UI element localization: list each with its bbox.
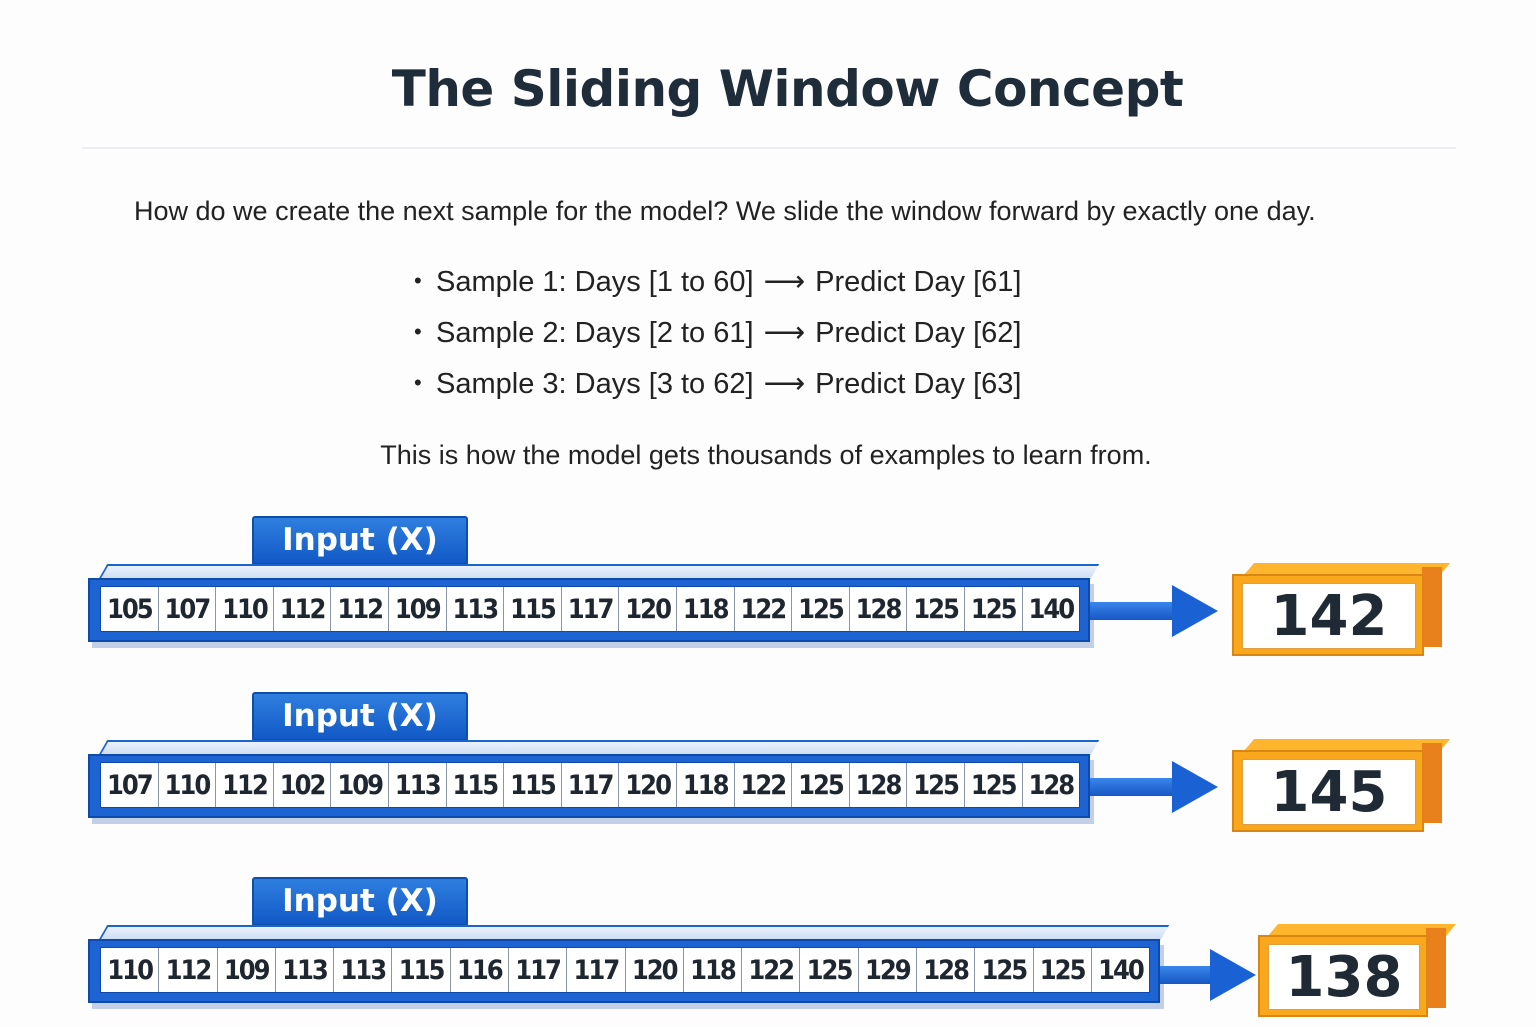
- bullet: •: [414, 268, 422, 293]
- sample-item: • Sample 2: Days [2 to 61] ⟶ Predict Day [6…: [414, 315, 1021, 366]
- window-cell: 113: [447, 587, 505, 631]
- window-cell: 122: [735, 587, 793, 631]
- right-arrow-icon: ⟶: [763, 266, 806, 298]
- window-cell: 125: [792, 587, 850, 631]
- window-cell: 112: [331, 587, 389, 631]
- window-cell: 115: [504, 587, 562, 631]
- window-cell: 117: [562, 763, 620, 807]
- window-cell: 125: [907, 763, 965, 807]
- bullet: •: [414, 319, 422, 344]
- bullet: •: [414, 370, 422, 395]
- window-cell: 129: [859, 948, 917, 992]
- divider: [82, 147, 1456, 149]
- window-cell: 115: [447, 763, 505, 807]
- output-box: 138: [1258, 935, 1428, 1017]
- window-cell: 118: [677, 587, 735, 631]
- window-cell: 125: [907, 587, 965, 631]
- window-cell: 116: [451, 948, 509, 992]
- window-cell: 112: [159, 948, 218, 992]
- window-cell: 110: [159, 763, 217, 807]
- right-arrow-icon: ⟶: [763, 317, 806, 349]
- sample-item: • Sample 1: Days [1 to 60] ⟶ Predict Day [6…: [414, 264, 1021, 315]
- window-cell: 113: [276, 948, 335, 992]
- window-cell: 113: [389, 763, 447, 807]
- window-cell: 125: [975, 948, 1034, 992]
- input-label: Input (X): [252, 516, 468, 565]
- sample-range: Sample 3: Days [3 to 62]: [436, 368, 754, 400]
- output-value: 138: [1268, 944, 1420, 1010]
- window-cell: 109: [218, 948, 276, 992]
- window-cell: 122: [742, 948, 801, 992]
- output-side-face: [1422, 567, 1442, 647]
- window-cell: 107: [101, 763, 159, 807]
- window-cell: 113: [334, 948, 393, 992]
- arrow-shaft: [1090, 778, 1176, 796]
- window-cell: 102: [274, 763, 332, 807]
- output-value: 145: [1242, 759, 1416, 825]
- page-title: The Sliding Window Concept: [391, 60, 1184, 118]
- window-cell: 117: [509, 948, 568, 992]
- window-cell: 118: [677, 763, 735, 807]
- window-cell: 107: [159, 587, 217, 631]
- closing-text: This is how the model gets thousands of …: [380, 440, 1152, 470]
- window-cell: 118: [684, 948, 743, 992]
- window-cell: 112: [216, 763, 274, 807]
- window-cell: 105: [101, 587, 159, 631]
- intro-text: How do we create the next sample for the…: [134, 196, 1316, 226]
- window-cell: 110: [101, 948, 160, 992]
- window-cell: 140: [1028, 594, 1075, 625]
- arrow-right-icon: [1172, 761, 1218, 813]
- sample-list: • Sample 1: Days [1 to 60] ⟶ Predict Day [6…: [414, 264, 1021, 417]
- arrow-shaft: [1160, 966, 1216, 984]
- window-cell: 125: [792, 763, 850, 807]
- right-arrow-icon: ⟶: [763, 368, 806, 400]
- window-cell: 120: [619, 763, 677, 807]
- arrow-right-icon: [1210, 949, 1256, 1001]
- output-box: 145: [1232, 750, 1424, 832]
- window-cell: 117: [562, 587, 620, 631]
- window-cell: 117: [567, 948, 626, 992]
- output-side-face: [1426, 928, 1446, 1008]
- output-box: 142: [1232, 574, 1424, 656]
- window-cell: 120: [626, 948, 684, 992]
- window-cell: 120: [619, 587, 677, 631]
- window-cell: 115: [392, 948, 451, 992]
- input-label: Input (X): [252, 877, 468, 926]
- window-cell: 128: [850, 587, 908, 631]
- output-value: 142: [1242, 583, 1416, 649]
- window-cell: 125: [965, 763, 1023, 807]
- window-cell: 125: [965, 587, 1023, 631]
- window-cell: 125: [1034, 948, 1092, 992]
- output-side-face: [1422, 743, 1442, 823]
- arrow-shaft: [1090, 602, 1176, 620]
- sample-range: Sample 2: Days [2 to 61]: [436, 317, 754, 349]
- sample-predict: Predict Day [63]: [815, 368, 1022, 400]
- window-cell: 122: [735, 763, 793, 807]
- sample-range: Sample 1: Days [1 to 60]: [436, 266, 754, 298]
- window-cell: 110: [216, 587, 274, 631]
- window-cell: 109: [331, 763, 389, 807]
- window-cell: 125: [800, 948, 859, 992]
- window-cell: 128: [1028, 770, 1075, 801]
- window-cell: 128: [850, 763, 908, 807]
- window-cell: 140: [1098, 955, 1145, 986]
- window-cell: 109: [389, 587, 447, 631]
- input-label: Input (X): [252, 692, 468, 741]
- window-cell: 128: [917, 948, 976, 992]
- window-cell: 112: [274, 587, 332, 631]
- sample-item: • Sample 3: Days [3 to 62] ⟶ Predict Day [6…: [414, 366, 1021, 417]
- sample-predict: Predict Day [61]: [815, 266, 1022, 298]
- sample-predict: Predict Day [62]: [815, 317, 1022, 349]
- window-cell: 115: [504, 763, 562, 807]
- arrow-right-icon: [1172, 585, 1218, 637]
